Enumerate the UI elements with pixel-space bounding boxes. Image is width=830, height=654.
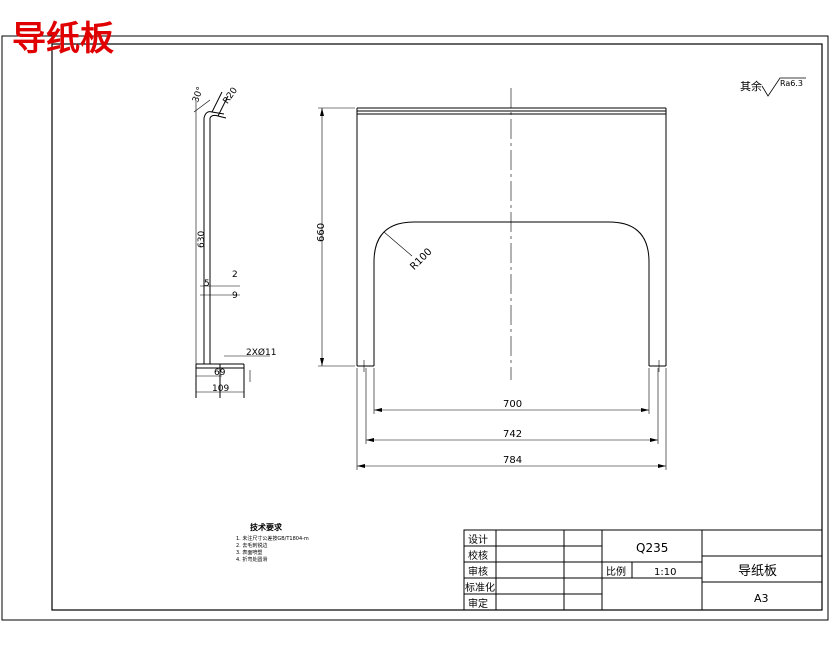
inner-frame — [51, 43, 823, 611]
holes-label: 2XØ11 — [246, 347, 276, 358]
title-block — [463, 529, 823, 611]
angle-label: 30° — [191, 86, 206, 104]
width-784-label: 784 — [503, 455, 522, 466]
title-block-row-label: 标准化 — [465, 581, 495, 594]
width-742-label: 742 — [503, 429, 522, 440]
sheet-size-label: A3 — [754, 592, 769, 605]
dim-2-label: 2 — [232, 270, 238, 280]
title-block-row-label: 设计 — [468, 533, 488, 546]
dim-69-label: 69 — [214, 368, 226, 378]
outer-frame — [1, 35, 829, 621]
tech-req-item: 1. 未注尺寸公差按GB/T1804-m — [236, 535, 309, 542]
surface-finish-value: Ra6.3 — [780, 79, 803, 88]
title-block-row-label: 审核 — [468, 565, 488, 578]
title-block-row-label: 审定 — [468, 597, 488, 610]
side-view — [193, 91, 270, 398]
scale-label: 比例 — [606, 565, 626, 578]
bend-radius-label: R20 — [222, 86, 241, 106]
dim-109-label: 109 — [212, 384, 229, 394]
surface-finish-label: 其余 — [740, 79, 762, 93]
front-height-label: 660 — [316, 223, 327, 242]
part-name-label: 导纸板 — [738, 564, 777, 579]
corner-radius-label: R100 — [408, 246, 434, 272]
plate-height-label: 630 — [197, 231, 207, 248]
dim-9-label: 9 — [232, 291, 238, 301]
front-view — [318, 88, 667, 470]
material-label: Q235 — [636, 541, 668, 555]
tech-req-title: 技术要求 — [250, 522, 283, 532]
tech-req-item: 3. 表面喷塑 — [236, 549, 262, 556]
dim-5-label: 5 — [204, 279, 210, 289]
page-title: 导纸板 — [12, 19, 114, 59]
tech-req-item: 2. 去毛刺锐边 — [236, 542, 267, 549]
title-block-row-label: 校核 — [468, 549, 488, 562]
tech-req-item: 4. 折弯处圆滑 — [236, 556, 267, 563]
scale-value: 1:10 — [654, 567, 676, 578]
roughness-symbol-icon — [761, 77, 806, 97]
width-700-label: 700 — [503, 399, 522, 410]
arrowheads — [320, 108, 666, 468]
